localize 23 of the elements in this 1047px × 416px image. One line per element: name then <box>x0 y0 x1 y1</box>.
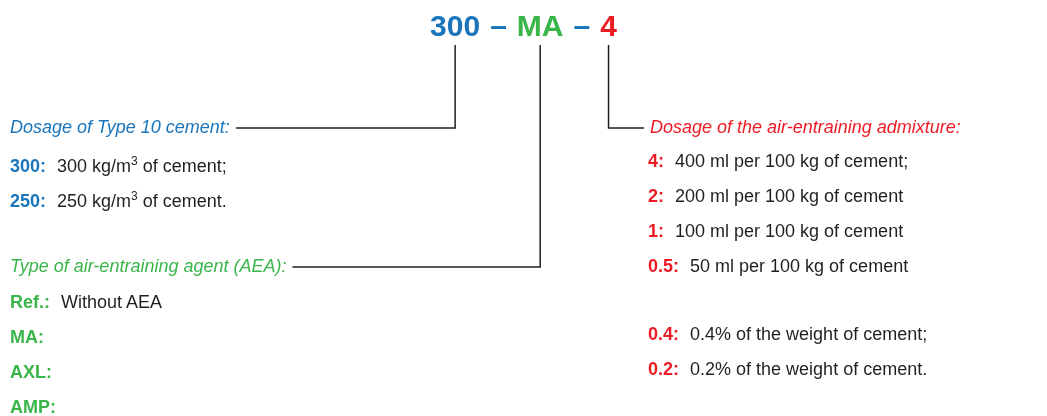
leader-line <box>291 44 541 268</box>
leader-line <box>235 44 456 129</box>
definition-item: 300: 300 kg/m$^{3}$ of cement; <box>10 153 227 177</box>
category-heading: Dosage of the air-entraining admixture: <box>650 116 961 138</box>
definition-item: 1: 100 ml per 100 kg of cement <box>648 220 904 242</box>
category-heading: Type of air-entraining agent (AEA): <box>10 255 287 277</box>
category-heading: Dosage of Type 10 cement: <box>10 116 230 138</box>
definition-item: 0.5: 50 ml per 100 kg of cement <box>648 255 909 277</box>
definition-item: AXL: <box>10 361 53 383</box>
leader-line <box>607 44 645 129</box>
definition-item: 0.4: 0.4% of the weight of cement; <box>648 323 928 345</box>
definition-item: MA: <box>10 326 45 348</box>
code-part: 300 <box>428 8 483 44</box>
definition-item: AMP: <box>10 396 57 416</box>
code-part: MA <box>514 8 566 44</box>
definition-item: 4: 400 ml per 100 kg of cement; <box>648 150 909 172</box>
definition-item: 0.2: 0.2% of the weight of cement. <box>648 358 928 380</box>
separator-dash: – <box>490 8 507 44</box>
definition-item: Ref.: Without AEA <box>10 291 163 313</box>
separator-dash: – <box>573 8 591 44</box>
definition-item: 250: 250 kg/m$^{3}$ of cement. <box>10 188 227 212</box>
definition-item: 2: 200 ml per 100 kg of cement <box>648 185 904 207</box>
code-part: 4 <box>598 8 619 44</box>
